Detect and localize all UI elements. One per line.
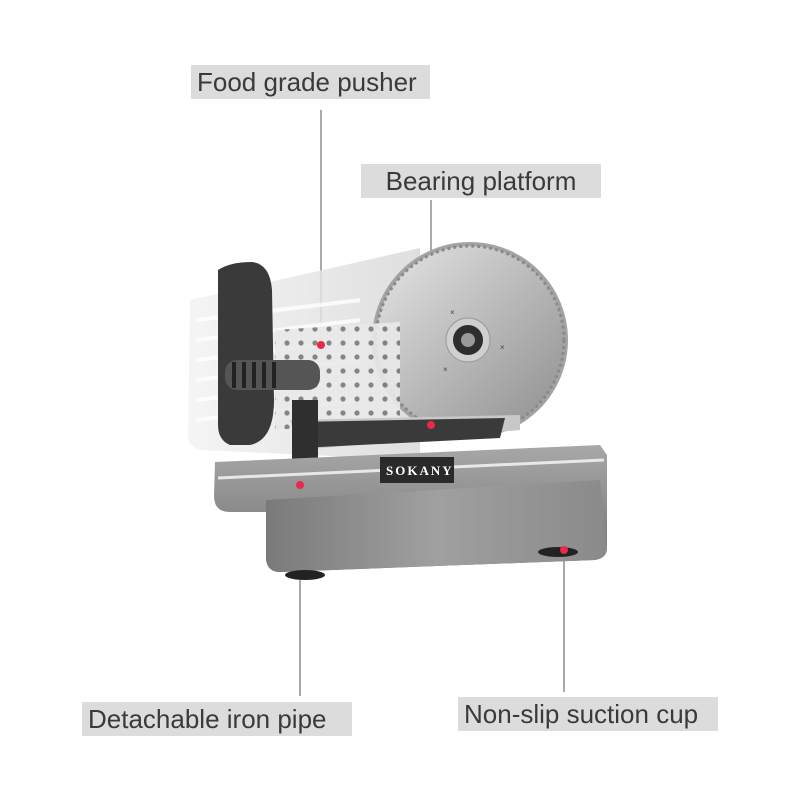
marker-cup [560, 546, 568, 554]
svg-text:×: × [450, 308, 455, 317]
slicing-blade: × × × [372, 242, 568, 438]
label-non-slip-suction-cup: Non-slip suction cup [458, 697, 718, 731]
label-bearing-platform: Bearing platform [361, 164, 601, 198]
svg-text:×: × [500, 343, 505, 352]
food-tray [275, 322, 520, 462]
brand-logo: SOKANY [386, 463, 454, 478]
label-food-grade-pusher: Food grade pusher [191, 65, 430, 99]
food-pusher [218, 262, 320, 445]
suction-cup-front [285, 570, 325, 580]
marker-pipe [296, 481, 304, 489]
marker-platform [427, 421, 435, 429]
label-detachable-iron-pipe: Detachable iron pipe [82, 702, 352, 736]
marker-pusher [317, 341, 325, 349]
slicer-base: SOKANY [214, 445, 607, 572]
suction-cup-back [538, 547, 578, 557]
svg-text:×: × [443, 365, 448, 374]
